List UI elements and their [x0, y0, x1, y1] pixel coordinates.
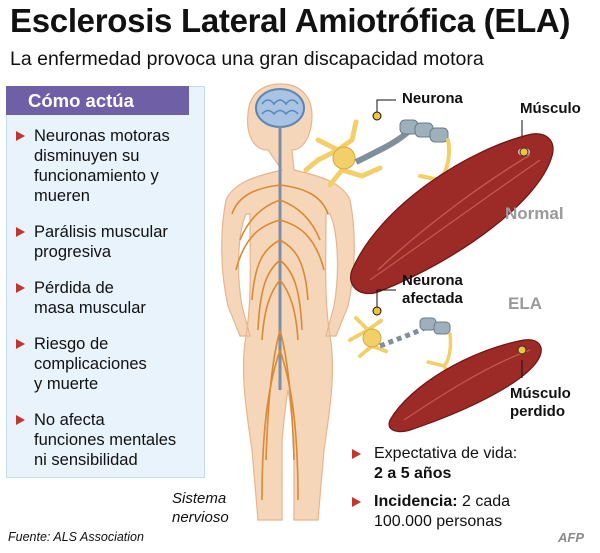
muscle-label: Músculo: [520, 100, 581, 117]
affected-neuron-label: Neurona afectada: [402, 272, 463, 307]
bullet-arrow-icon: [16, 227, 25, 237]
normal-tag: Normal: [505, 204, 564, 223]
incidence-value-line2: 100.000 personas: [374, 513, 503, 530]
life-expectancy-label: Expectativa de vida:: [374, 445, 518, 462]
lost-muscle-label: Músculo perdido: [510, 385, 571, 420]
life-expectancy-fact: Expectativa de vida: 2 a 5 años: [352, 444, 517, 484]
brain-icon: [255, 88, 305, 128]
bullet-arrow-icon: [16, 339, 25, 349]
page-subtitle: La enfermedad provoca una gran discapaci…: [10, 48, 484, 70]
list-item: Parálisis muscular progresiva: [16, 222, 202, 262]
life-expectancy-value: 2 a 5 años: [374, 465, 452, 482]
affected-neuron: [348, 316, 390, 358]
incidence-fact: Incidencia: 2 cada 100.000 personas: [352, 492, 510, 532]
affected-axon: [379, 317, 454, 380]
neuron-label: Neurona: [402, 90, 463, 107]
bullet-arrow-icon: [352, 497, 361, 507]
list-item: Riesgo de complicaciones y muerte: [16, 334, 202, 394]
lost-muscle: [388, 339, 542, 433]
normal-axon: [354, 119, 464, 198]
info-panel: [6, 86, 205, 478]
bullet-arrow-icon: [16, 131, 25, 141]
page-title: Esclerosis Lateral Amiotrófica (ELA): [10, 2, 571, 39]
normal-muscle: [350, 133, 554, 295]
list-item: Neuronas motoras disminuyen su funcionam…: [16, 126, 202, 206]
agency-logo: AFP: [558, 530, 584, 545]
bullet-arrow-icon: [352, 449, 361, 459]
nervous-system-lines: [231, 126, 329, 501]
list-item: Pérdida de masa muscular: [16, 278, 202, 318]
list-item: No afecta funciones mentales ni sensibil…: [16, 410, 202, 470]
incidence-value: 2 cada: [462, 493, 511, 510]
bullet-arrow-icon: [16, 283, 25, 293]
normal-neuron: [303, 119, 383, 188]
info-panel-list: Neuronas motoras disminuyen su funcionam…: [16, 126, 202, 486]
bullet-arrow-icon: [16, 415, 25, 425]
source-credit: Fuente: ALS Association: [8, 530, 144, 544]
human-body-figure: [221, 83, 355, 521]
nervous-system-label: Sistema nervioso: [172, 490, 229, 526]
incidence-label: Incidencia:: [374, 493, 458, 510]
callout-lines: [372, 99, 523, 378]
ela-tag: ELA: [508, 294, 542, 313]
info-panel-heading: Cómo actúa: [6, 86, 189, 115]
